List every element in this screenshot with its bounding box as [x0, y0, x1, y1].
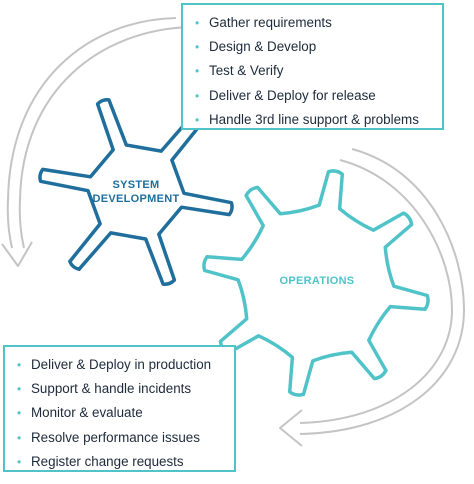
bullet-icon: •	[195, 112, 200, 127]
list-item-text: Test & Verify	[209, 63, 284, 79]
list-item: • Handle 3rd line support & problems	[195, 108, 432, 132]
operations-gear	[202, 169, 430, 397]
bullet-icon: •	[195, 40, 200, 55]
list-item: • Register change requests	[17, 450, 224, 474]
development-tasks-box: • Gather requirements • Design & Develop •…	[181, 3, 444, 130]
bullet-icon: •	[195, 16, 200, 30]
list-item-text: Resolve performance issues	[31, 429, 200, 445]
system-development-gear	[38, 98, 234, 286]
left-cycle-arrow	[1, 17, 191, 267]
list-item: • Resolve performance issues	[17, 426, 224, 450]
bullet-icon: •	[195, 64, 200, 79]
list-item-text: Deliver & Deploy in production	[31, 357, 212, 372]
list-item: • Deliver & Deploy for release	[195, 84, 432, 108]
operations-label-text: OPERATIONS	[279, 275, 355, 287]
list-item-text: Design & Develop	[209, 39, 317, 55]
list-item-text: Monitor & evaluate	[31, 405, 143, 421]
bullet-icon: •	[17, 406, 22, 421]
list-item: • Gather requirements	[195, 11, 432, 35]
list-item: • Design & Develop	[195, 35, 432, 59]
list-item-text: Gather requirements	[209, 15, 332, 30]
operations-tasks-list: • Deliver & Deploy in production • Support…	[17, 353, 224, 474]
bullet-icon: •	[195, 88, 200, 103]
system-development-label-line1: SYSTEM	[112, 179, 160, 191]
list-item-text: Deliver & Deploy for release	[209, 87, 376, 103]
development-tasks-list: • Gather requirements • Design & Develop •…	[195, 11, 432, 132]
list-item-text: Support & handle incidents	[31, 381, 192, 397]
bullet-icon: •	[17, 358, 22, 372]
list-item-text: Register change requests	[31, 453, 184, 469]
list-item-text: Handle 3rd line support & problems	[209, 111, 419, 127]
bullet-icon: •	[17, 382, 22, 397]
operations-tasks-box: • Deliver & Deploy in production • Support…	[3, 345, 236, 472]
list-item: • Monitor & evaluate	[17, 401, 224, 425]
list-item: • Support & handle incidents	[17, 377, 224, 401]
list-item: • Test & Verify	[195, 59, 432, 83]
operations-label: OPERATIONS	[262, 274, 372, 288]
bullet-icon: •	[17, 430, 22, 445]
list-item: • Deliver & Deploy in production	[17, 353, 224, 377]
system-development-label: SYSTEM DEVELOPMENT	[76, 178, 196, 206]
bullet-icon: •	[17, 454, 22, 469]
system-development-label-line2: DEVELOPMENT	[92, 193, 180, 205]
right-cycle-arrow	[279, 148, 466, 447]
